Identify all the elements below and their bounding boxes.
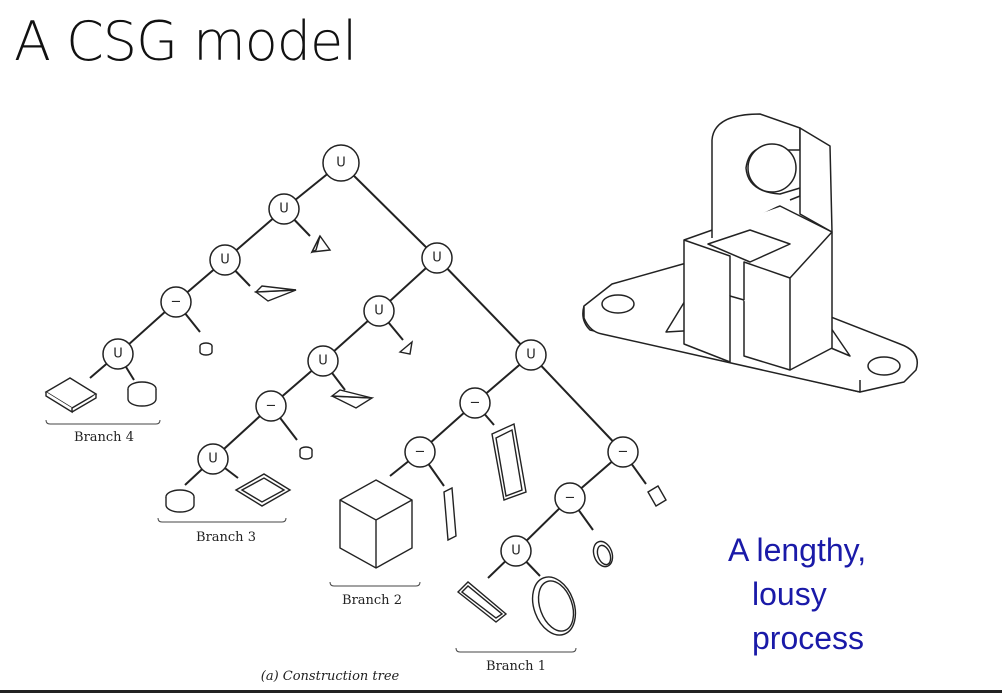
tree-node-union: U	[363, 295, 395, 327]
svg-text:−: −	[565, 491, 576, 506]
primitive-box	[44, 377, 98, 414]
tree-node-difference: −	[554, 482, 586, 514]
branch-4-label: Branch 4	[74, 430, 134, 445]
branch-3-label: Branch 3	[196, 530, 256, 545]
tree-node-union: U	[421, 242, 453, 274]
tree-node-union: U	[209, 244, 241, 276]
figure-caption: (a) Construction tree	[261, 669, 400, 684]
branch-1-label: Branch 1	[486, 659, 546, 674]
svg-text:U: U	[318, 354, 328, 369]
svg-text:−: −	[470, 396, 481, 411]
svg-text:−: −	[266, 399, 277, 414]
branch-4-group: Branch 4	[45, 419, 161, 445]
tree-node-union: U	[197, 443, 229, 475]
tree-node-difference: −	[404, 436, 436, 468]
svg-text:−: −	[171, 295, 182, 310]
caption-line-2: lousy	[752, 576, 827, 612]
svg-text:U: U	[336, 156, 346, 171]
caption-line-1: A lengthy,	[728, 532, 867, 568]
primitive-cube	[339, 479, 413, 569]
primitive-wedge	[310, 234, 332, 254]
primitive-slab	[443, 486, 457, 542]
svg-text:−: −	[415, 445, 426, 460]
csg-result-part-drawing	[582, 113, 918, 393]
primitive-wedge	[398, 340, 414, 355]
svg-text:U: U	[279, 202, 289, 217]
caption-line-3: process	[752, 620, 865, 656]
tree-node-union: U	[500, 535, 532, 567]
tree-node-difference: −	[255, 390, 287, 422]
branch-3-group: Branch 3	[157, 517, 287, 545]
tree-node-difference: −	[160, 286, 192, 318]
svg-text:U: U	[432, 251, 442, 266]
primitive-slab	[456, 581, 508, 623]
tree-node-root-union: U	[322, 144, 360, 182]
tree-node-union: U	[102, 338, 134, 370]
slide-caption: A lengthy, lousy process	[728, 528, 866, 660]
primitive-ring	[531, 576, 577, 636]
tree-node-difference: −	[607, 436, 639, 468]
branch-2-group: Branch 2	[329, 581, 421, 608]
primitive-wedge	[330, 389, 375, 409]
svg-text:U: U	[511, 544, 521, 559]
primitive-slab	[491, 422, 527, 501]
svg-text:U: U	[113, 347, 123, 362]
branch-1-group: Branch 1	[455, 647, 577, 674]
svg-text:U: U	[374, 304, 384, 319]
primitive-wedge	[254, 285, 297, 302]
branch-2-label: Branch 2	[342, 593, 402, 608]
tree-node-union: U	[307, 345, 339, 377]
primitive-box-small	[647, 485, 667, 507]
primitive-box	[234, 473, 292, 507]
primitive-cylinder	[127, 381, 157, 407]
tree-node-union: U	[515, 339, 547, 371]
bottom-divider	[0, 690, 1002, 693]
tree-node-difference: −	[459, 387, 491, 419]
tree-node-union: U	[268, 193, 300, 225]
slide-title: A CSG model	[14, 10, 357, 73]
primitive-cylinder	[299, 446, 313, 460]
primitive-cylinder	[199, 342, 213, 356]
svg-text:U: U	[526, 348, 536, 363]
svg-text:U: U	[220, 253, 230, 268]
primitive-cylinder	[592, 540, 614, 568]
svg-text:−: −	[618, 445, 629, 460]
svg-text:U: U	[208, 452, 218, 467]
primitive-cylinder	[165, 489, 195, 513]
